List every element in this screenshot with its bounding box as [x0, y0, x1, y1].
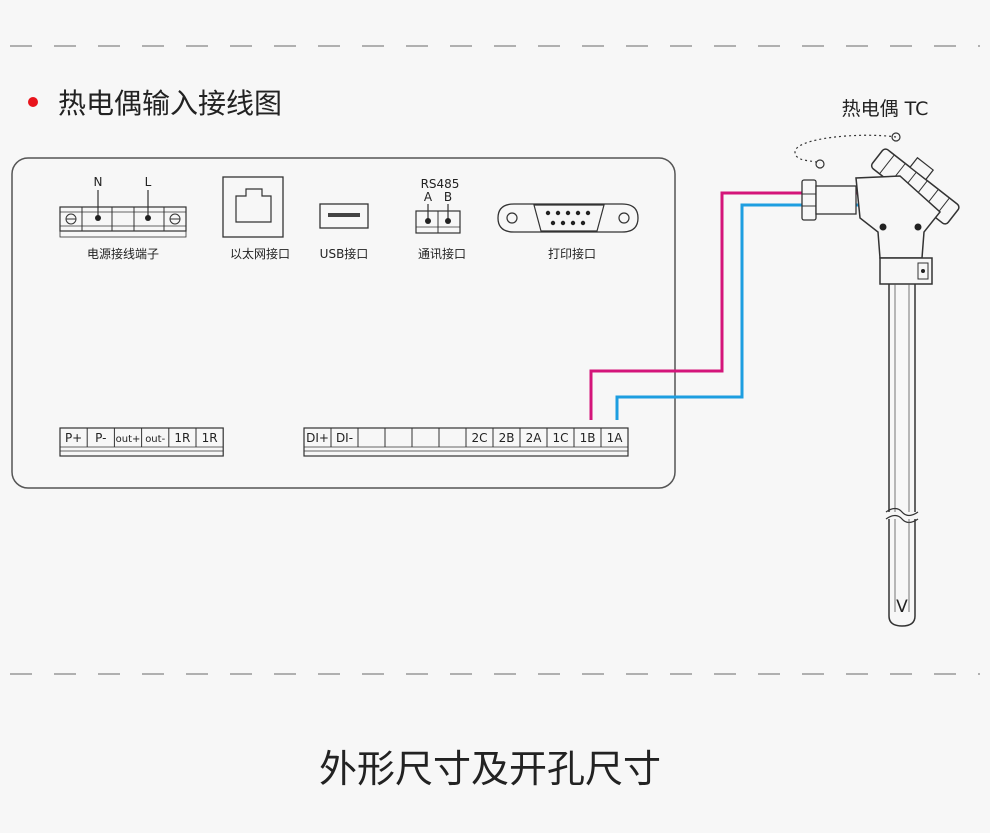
terminal-label: 2C: [471, 431, 487, 445]
usb-port: USB接口: [319, 203, 369, 261]
power-l-label: L: [145, 175, 152, 189]
terminal-label: 1R: [174, 431, 190, 445]
thermocouple-sensor: 热电偶 TC: [794, 98, 960, 627]
terminal-label: DI+: [306, 431, 329, 445]
terminal-label: 2A: [526, 431, 543, 445]
terminal-label: out-: [145, 434, 165, 445]
heading-title: 热电偶输入接线图: [58, 87, 282, 120]
comm-caption: 通讯接口: [418, 246, 466, 261]
ethernet-caption: 以太网接口: [230, 246, 290, 261]
sensor-symbol: V: [896, 597, 908, 617]
terminal-label: 1A: [607, 431, 624, 445]
ethernet-port: 以太网接口: [222, 176, 290, 261]
power-terminal: N L 电源接线端子: [59, 175, 187, 261]
sensor-label: 热电偶 TC: [842, 98, 929, 120]
wire-red: [589, 191, 919, 420]
rs485-b-label: B: [444, 190, 452, 204]
terminal-label: 2B: [499, 431, 515, 445]
printer-caption: 打印接口: [548, 246, 596, 261]
left-terminal-strip: P+ P-out+ out- 1R 1R: [59, 427, 224, 457]
right-terminal-strip: DI+ DI- 2C 2B 2A 1C 1B 1A: [303, 427, 629, 457]
terminal-label: out+: [116, 434, 141, 445]
terminal-label: 1B: [580, 431, 596, 445]
rs485-a-label: A: [424, 190, 433, 204]
rs485-port: RS485 A B 通讯接口: [415, 177, 466, 261]
wire-blue: [615, 203, 885, 420]
device-panel: [11, 157, 676, 489]
dimensions-title: 外形尺寸及开孔尺寸: [319, 747, 661, 791]
rs485-label: RS485: [421, 177, 460, 191]
terminal-label: 1R: [202, 431, 218, 445]
power-caption: 电源接线端子: [87, 246, 159, 261]
terminal-label: DI-: [336, 431, 353, 445]
printer-port: 打印接口: [497, 203, 639, 261]
heading-bullet: [28, 97, 38, 107]
terminal-label: P-: [95, 431, 106, 445]
terminal-label: 1C: [552, 431, 568, 445]
terminal-label: P+: [65, 431, 82, 445]
usb-caption: USB接口: [320, 246, 369, 261]
power-n-label: N: [94, 175, 103, 189]
